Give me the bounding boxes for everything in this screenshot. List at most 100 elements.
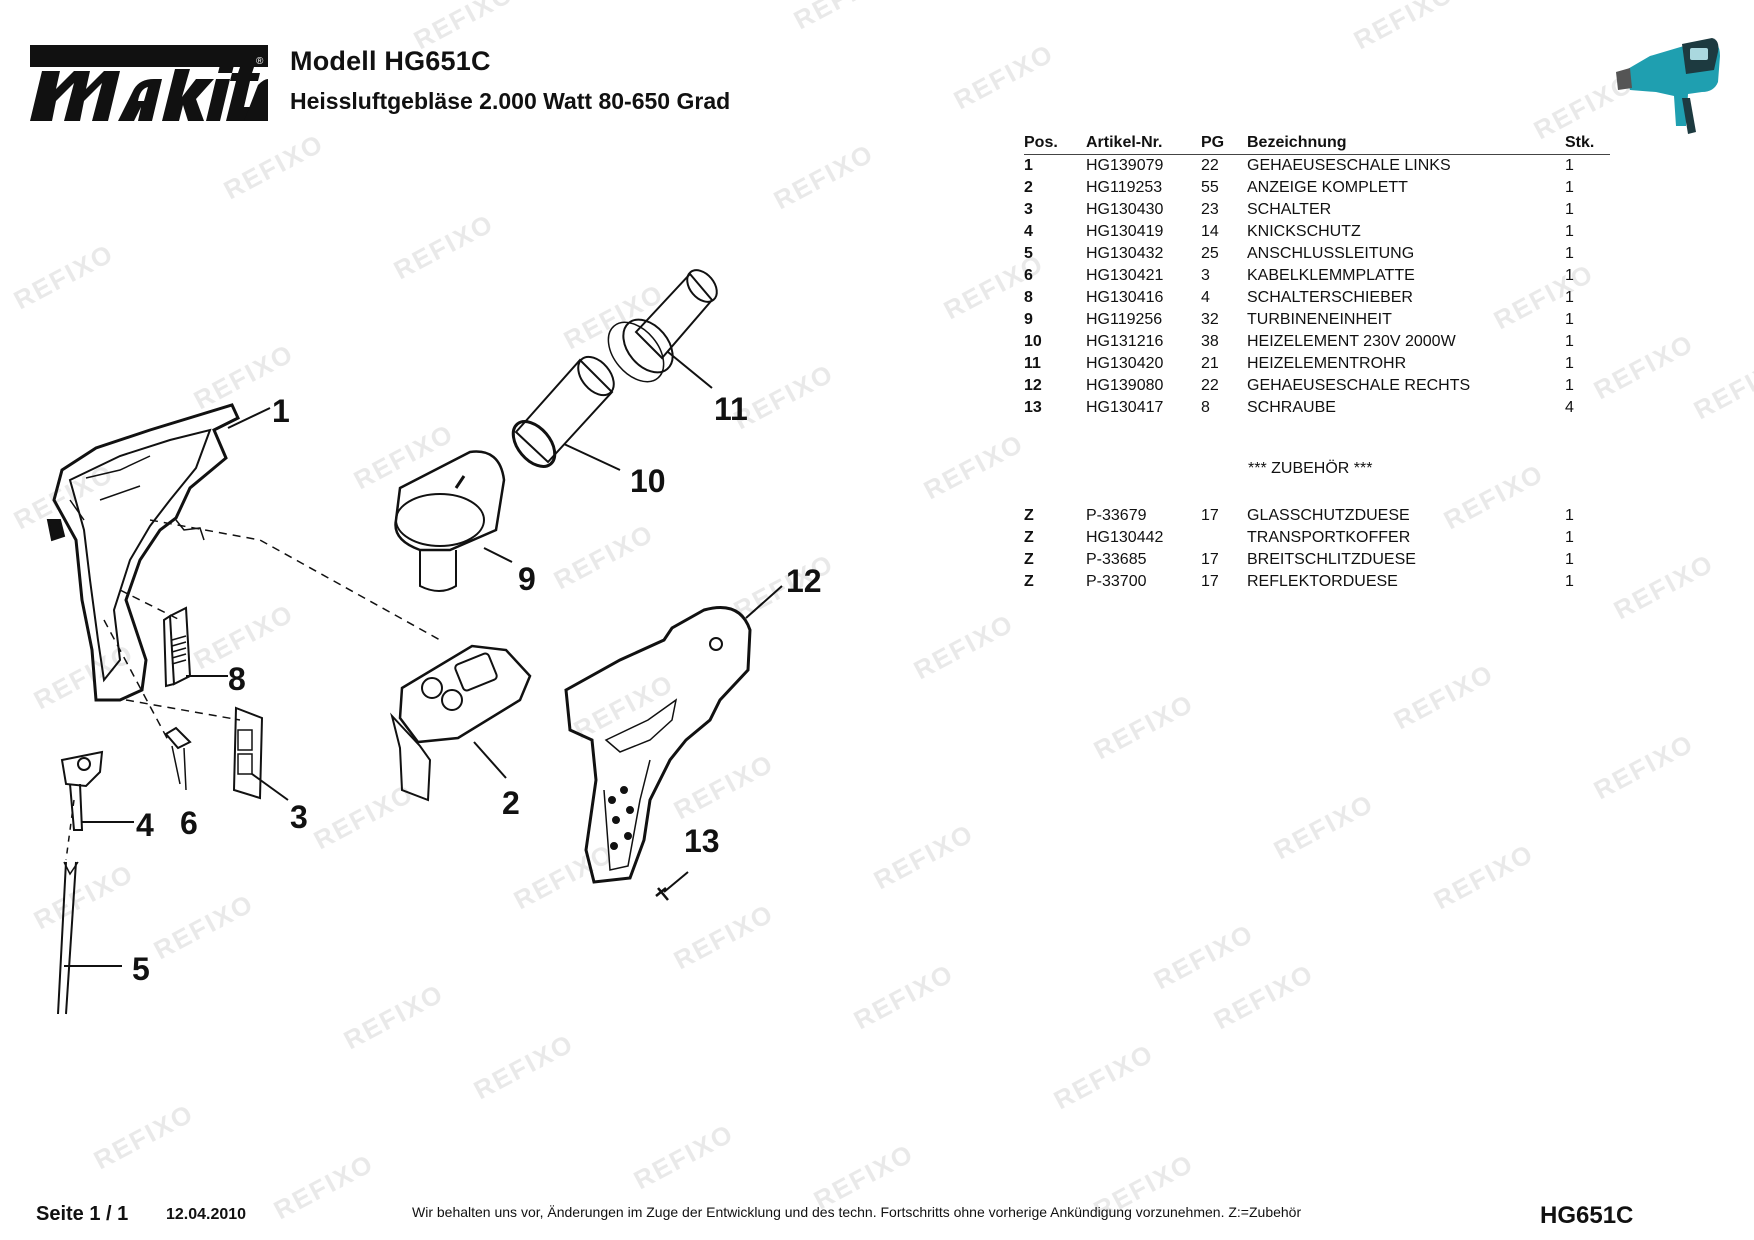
part-cable-clamp xyxy=(164,726,192,791)
cell-quantity: 1 xyxy=(1565,355,1574,372)
cell-description: GLASSCHUTZDUESE xyxy=(1247,507,1410,524)
cell-quantity: 1 xyxy=(1565,179,1574,196)
cell-description: GEHAEUSESCHALE LINKS xyxy=(1247,157,1451,174)
callout-10: 10 xyxy=(630,463,666,499)
part-strain-relief xyxy=(60,750,104,831)
leader-line xyxy=(563,443,621,471)
cell-pos: 10 xyxy=(1024,333,1042,350)
part-heating-tube xyxy=(607,269,718,383)
document-date: 12.04.2010 xyxy=(166,1206,247,1223)
cell-pos: 8 xyxy=(1024,289,1033,306)
cell-pg: 14 xyxy=(1201,223,1219,240)
part-screw xyxy=(655,887,669,901)
leader-line xyxy=(251,773,289,801)
cell-pg: 3 xyxy=(1201,267,1210,284)
part-switch-slider xyxy=(162,606,192,688)
cell-pos: 4 xyxy=(1024,223,1033,240)
cell-article: HG119253 xyxy=(1086,179,1163,196)
part-cable xyxy=(57,861,79,1015)
cell-pg: 8 xyxy=(1201,399,1210,416)
cell-quantity: 1 xyxy=(1565,311,1574,328)
footer-model: HG651C xyxy=(1540,1202,1634,1229)
cell-quantity: 1 xyxy=(1565,289,1574,306)
cell-article: HG130432 xyxy=(1086,245,1164,262)
column-header-pos: Pos. xyxy=(1024,132,1086,155)
callout-2: 2 xyxy=(502,785,520,821)
callout-6: 6 xyxy=(180,805,198,841)
callout-11: 11 xyxy=(714,391,748,427)
cell-article: HG130430 xyxy=(1086,201,1164,218)
cell-pg: 23 xyxy=(1201,201,1219,218)
callout-3: 3 xyxy=(290,799,308,835)
cell-pg: 17 xyxy=(1201,507,1219,524)
cell-description: TURBINENEINHEIT xyxy=(1247,311,1392,328)
cell-article: P-33700 xyxy=(1086,573,1147,590)
makita-logo: ® xyxy=(30,45,268,121)
callout-12: 12 xyxy=(786,563,822,599)
cell-pos: Z xyxy=(1024,551,1034,568)
leader-line xyxy=(663,871,689,893)
assembly-line xyxy=(149,519,441,641)
cell-quantity: 4 xyxy=(1565,399,1574,416)
column-header-article: Artikel-Nr. xyxy=(1086,132,1201,155)
cell-quantity: 1 xyxy=(1565,507,1574,524)
svg-text:®: ® xyxy=(256,56,264,67)
cell-article: HG139079 xyxy=(1086,157,1164,174)
cell-quantity: 1 xyxy=(1565,201,1574,218)
cell-pos: 13 xyxy=(1024,399,1042,416)
cell-quantity: 1 xyxy=(1565,157,1574,174)
part-housing-left xyxy=(46,403,240,702)
cell-pos: 9 xyxy=(1024,311,1033,328)
cell-quantity: 1 xyxy=(1565,529,1574,546)
cell-article: HG130421 xyxy=(1086,267,1164,284)
cell-pg: 22 xyxy=(1201,157,1219,174)
cell-pg: 4 xyxy=(1201,289,1210,306)
column-header-pg: PG xyxy=(1201,132,1247,155)
cell-description: HEIZELEMENTROHR xyxy=(1247,355,1407,372)
cell-description: HEIZELEMENT 230V 2000W xyxy=(1247,333,1456,350)
cell-pos: 2 xyxy=(1024,179,1033,196)
cell-article: HG119256 xyxy=(1086,311,1163,328)
cell-article: HG130419 xyxy=(1086,223,1164,240)
part-display-assembly xyxy=(390,644,532,802)
cell-pg: 22 xyxy=(1201,377,1219,394)
cell-pos: 6 xyxy=(1024,267,1033,284)
model-title: Modell HG651C xyxy=(290,46,491,76)
cell-article: HG130417 xyxy=(1086,399,1164,416)
cell-article: P-33679 xyxy=(1086,507,1147,524)
cell-article: HG130442 xyxy=(1086,529,1164,546)
product-subtitle: Heissluftgebläse 2.000 Watt 80-650 Grad xyxy=(290,88,731,114)
leader-line xyxy=(227,407,271,429)
cell-pg: 17 xyxy=(1201,551,1219,568)
cell-pos: 11 xyxy=(1024,355,1041,372)
cell-quantity: 1 xyxy=(1565,551,1574,568)
accessories-heading: *** ZUBEHÖR *** xyxy=(1248,460,1373,477)
cell-article: P-33685 xyxy=(1086,551,1147,568)
part-turbine-unit xyxy=(394,450,506,592)
cell-quantity: 1 xyxy=(1565,573,1574,590)
callout-1: 1 xyxy=(272,393,290,429)
cell-description: KNICKSCHUTZ xyxy=(1247,223,1361,240)
cell-description: SCHRAUBE xyxy=(1247,399,1336,416)
column-header-description: Bezeichnung xyxy=(1247,132,1565,155)
cell-article: HG130420 xyxy=(1086,355,1164,372)
cell-description: ANZEIGE KOMPLETT xyxy=(1247,179,1408,196)
cell-quantity: 1 xyxy=(1565,377,1574,394)
cell-pg: 17 xyxy=(1201,573,1219,590)
